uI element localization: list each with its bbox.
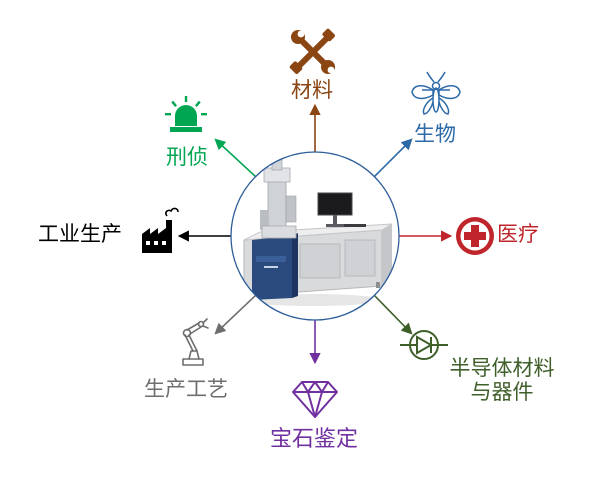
factory-icon — [142, 207, 179, 253]
label-manufacturing: 生产工艺 — [144, 377, 228, 401]
insect-icon — [411, 71, 461, 115]
medical-cross-icon — [456, 217, 494, 255]
diode-icon — [400, 330, 448, 360]
arrow-biology — [373, 138, 413, 178]
arrow-semiconductor — [373, 294, 413, 335]
label-forensics: 刑侦 — [166, 145, 208, 169]
gem-icon — [292, 381, 338, 418]
label-semiconductor: 半导体材料 与器件 — [444, 356, 560, 404]
robot-arm-icon — [182, 318, 209, 366]
wrench-screwdriver-icon — [289, 28, 335, 74]
label-medical: 医疗 — [497, 222, 539, 246]
label-biology: 生物 — [414, 122, 456, 146]
label-gemology: 宝石鉴定 — [270, 427, 359, 452]
microscope-image — [230, 151, 400, 321]
label-semiconductor-line1: 半导体材料 — [449, 356, 555, 380]
arrow-manufacturing — [214, 294, 257, 335]
arrow-forensics — [214, 138, 257, 178]
label-industry: 工业生产 — [38, 222, 122, 246]
label-materials: 材料 — [291, 78, 333, 102]
siren-icon — [165, 96, 207, 132]
label-semiconductor-line2: 与器件 — [470, 380, 534, 405]
